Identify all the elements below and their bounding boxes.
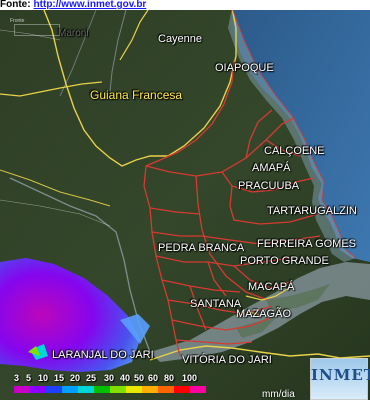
label-maroni: Maroni: [58, 28, 89, 39]
label-cayenne: Cayenne: [158, 33, 203, 45]
legend-value: 3: [14, 373, 20, 383]
legend-swatch: [110, 386, 126, 393]
legend-value: 60: [148, 373, 159, 383]
municipal-borders: [143, 59, 321, 357]
legend-swatch: [174, 386, 190, 393]
precipitation-area: [0, 258, 140, 372]
amazon-estuary: [150, 262, 370, 362]
label-oiapoque: OIAPOQUE: [215, 62, 274, 74]
legend-swatch: [30, 386, 46, 393]
source-prefix: Fonte:: [0, 0, 31, 10]
legend-swatch: [126, 386, 142, 393]
label-laranjal-do-jari: LARANJAL DO JARI: [52, 349, 154, 361]
legend-swatch: [14, 386, 30, 393]
border-para: [149, 345, 370, 361]
legend-swatch: [78, 386, 94, 393]
label-vitoria-do-jari: VITÓRIA DO JARI: [182, 354, 272, 366]
legend-value: 10: [38, 373, 49, 383]
label-pedra-branca: PEDRA BRANCA: [158, 242, 245, 254]
legend-swatch: [46, 386, 62, 393]
legend-value: 25: [86, 373, 97, 383]
legend-swatch: [158, 386, 174, 393]
label-calcoene: CALÇOENE: [264, 145, 325, 157]
label-porto-grande: PORTO GRANDE: [240, 255, 329, 267]
inmet-logo: INMET: [310, 358, 370, 400]
legend-unit: mm/dia: [262, 389, 295, 400]
label-amapa: AMAPÁ: [252, 162, 291, 174]
legend-value: 20: [70, 373, 81, 383]
source-bar: Fonte:http://www.inmet.gov.br: [0, 0, 370, 10]
border-guiana: [43, 7, 237, 167]
legend-value: 80: [164, 373, 175, 383]
legend-value: 30: [104, 373, 115, 383]
legend-swatches: [14, 386, 206, 393]
label-ferreira-gomes: FERREIRA GOMES: [257, 238, 357, 250]
source-link[interactable]: http://www.inmet.gov.br: [33, 0, 147, 10]
legend-value: 100: [182, 373, 198, 383]
label-tartarugalzinho: TARTARUGALZIN: [267, 205, 357, 217]
label-macapa: MACAPÁ: [248, 281, 295, 293]
logo-text: INMET: [311, 366, 370, 384]
inset-label: Fronte: [10, 18, 25, 24]
legend-value: 5: [26, 373, 32, 383]
legend-value: 50: [134, 373, 145, 383]
label-santana: SANTANA: [190, 298, 242, 310]
legend-value: 40: [120, 373, 131, 383]
legend-swatch: [62, 386, 78, 393]
label-pracuuba: PRACUUBA: [238, 180, 300, 192]
legend-value: 15: [54, 373, 65, 383]
inset-frame: [14, 24, 60, 36]
label-guiana-francesa: Guiana Francesa: [90, 88, 183, 102]
legend-swatch: [190, 386, 206, 393]
legend-swatch: [94, 386, 110, 393]
legend-swatch: [142, 386, 158, 393]
label-mazagao: MAZAGÃO: [236, 308, 292, 320]
